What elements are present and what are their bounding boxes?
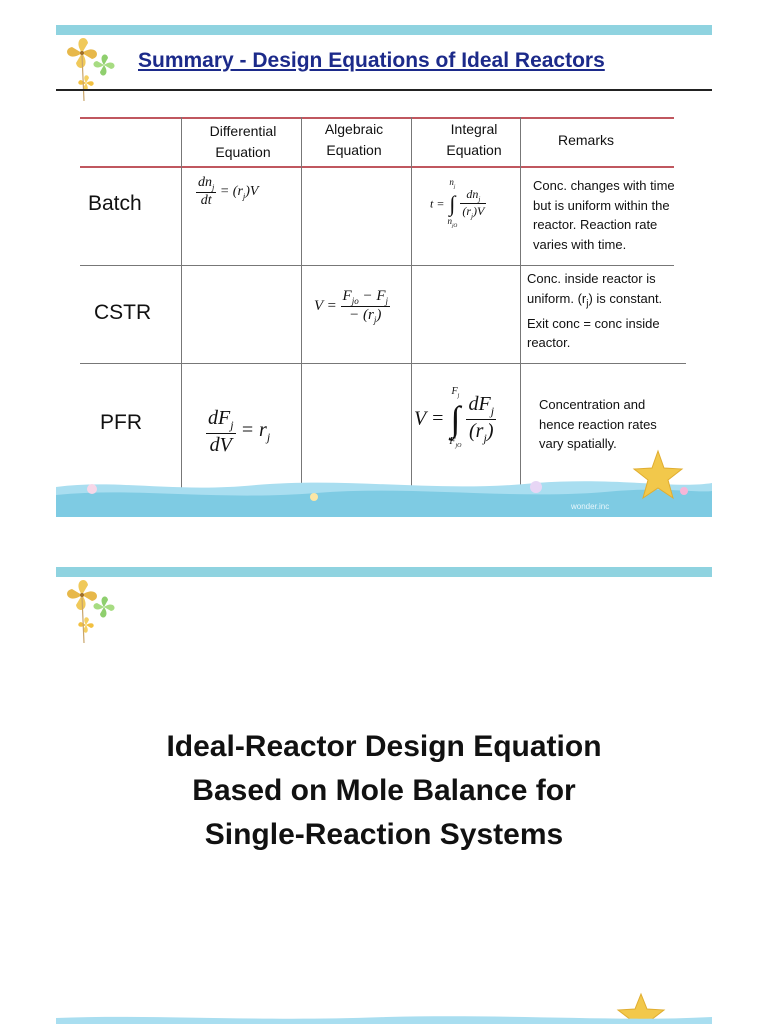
cstr-remark-line: uniform. (rj) is constant.	[527, 290, 663, 310]
batch-remarks: Conc. changes with time but is uniform w…	[533, 176, 675, 254]
header-differential: Differential Equation	[184, 121, 302, 163]
section-title-line: Based on Mole Balance for	[192, 774, 576, 807]
pinwheel-icon	[67, 38, 115, 101]
pinwheel-icon	[67, 580, 115, 643]
cstr-remark-line: Exit conc = conc inside	[527, 315, 660, 331]
starfish-icon	[616, 992, 666, 1024]
header-algebraic-line2: Equation	[326, 142, 382, 158]
row-divider	[80, 265, 674, 266]
header-differential-line2: Equation	[215, 144, 271, 160]
pfr-remark-line: hence reaction rates	[539, 416, 657, 432]
batch-remark-line: varies with time.	[533, 236, 627, 252]
column-divider	[411, 117, 412, 489]
slide-title: Summary - Design Equations of Ideal Reac…	[138, 49, 605, 72]
row-label-batch: Batch	[88, 192, 142, 215]
table-header-border	[80, 166, 674, 168]
column-divider	[301, 117, 302, 489]
table-top-border	[80, 117, 674, 119]
cstr-remarks: Conc. inside reactor is uniform. (rj) is…	[527, 269, 662, 353]
title-underline-rule	[56, 89, 712, 91]
row-label-cstr: CSTR	[94, 301, 152, 324]
top-band	[56, 567, 712, 577]
beach-decoration	[56, 481, 712, 517]
beach-decoration	[56, 1016, 712, 1024]
header-integral: Integral Equation	[416, 119, 532, 161]
column-divider	[181, 117, 182, 489]
batch-remark-line: Conc. changes with time	[533, 178, 675, 193]
starfish-icon	[632, 449, 684, 500]
section-title-line: Single-Reaction Systems	[204, 818, 564, 851]
slide-section-title: Ideal-Reactor Design Equation Based on M…	[56, 567, 712, 1024]
pfr-remark-line: vary spatially.	[539, 436, 617, 451]
cstr-remark-line: Conc. inside reactor is	[527, 271, 656, 286]
cstr-algebraic-equation: V = Fjo − Fj− (rj)	[314, 288, 391, 325]
row-label-pfr: PFR	[100, 411, 142, 434]
header-algebraic: Algebraic Equation	[296, 119, 412, 161]
header-algebraic-line1: Algebraic	[324, 121, 384, 137]
pfr-remark-line: Concentration and	[539, 397, 646, 412]
column-divider	[520, 117, 521, 489]
header-differential-line1: Differential	[209, 123, 277, 139]
header-integral-line1: Integral	[450, 121, 498, 137]
section-title: Ideal-Reactor Design Equation Based on M…	[56, 725, 712, 857]
slide-summary: Summary - Design Equations of Ideal Reac…	[56, 25, 712, 517]
row-divider	[80, 363, 686, 364]
top-band	[56, 25, 712, 35]
batch-remark-line: but is uniform within the	[533, 197, 670, 213]
watermark-text: wonder.inc	[571, 502, 610, 511]
cstr-remark-line: reactor.	[527, 335, 571, 351]
batch-remark-line: reactor. Reaction rate	[533, 217, 658, 232]
pfr-remarks: Concentration and hence reaction rates v…	[539, 395, 657, 454]
header-integral-line2: Equation	[446, 142, 502, 158]
batch-integral-equation: t = nj∫njO dnj(rj)V	[430, 177, 487, 229]
pfr-integral-equation: V = Fj∫FjO dFj(rj)	[414, 386, 497, 449]
section-title-line: Ideal-Reactor Design Equation	[166, 730, 602, 763]
header-remarks: Remarks	[557, 132, 614, 148]
